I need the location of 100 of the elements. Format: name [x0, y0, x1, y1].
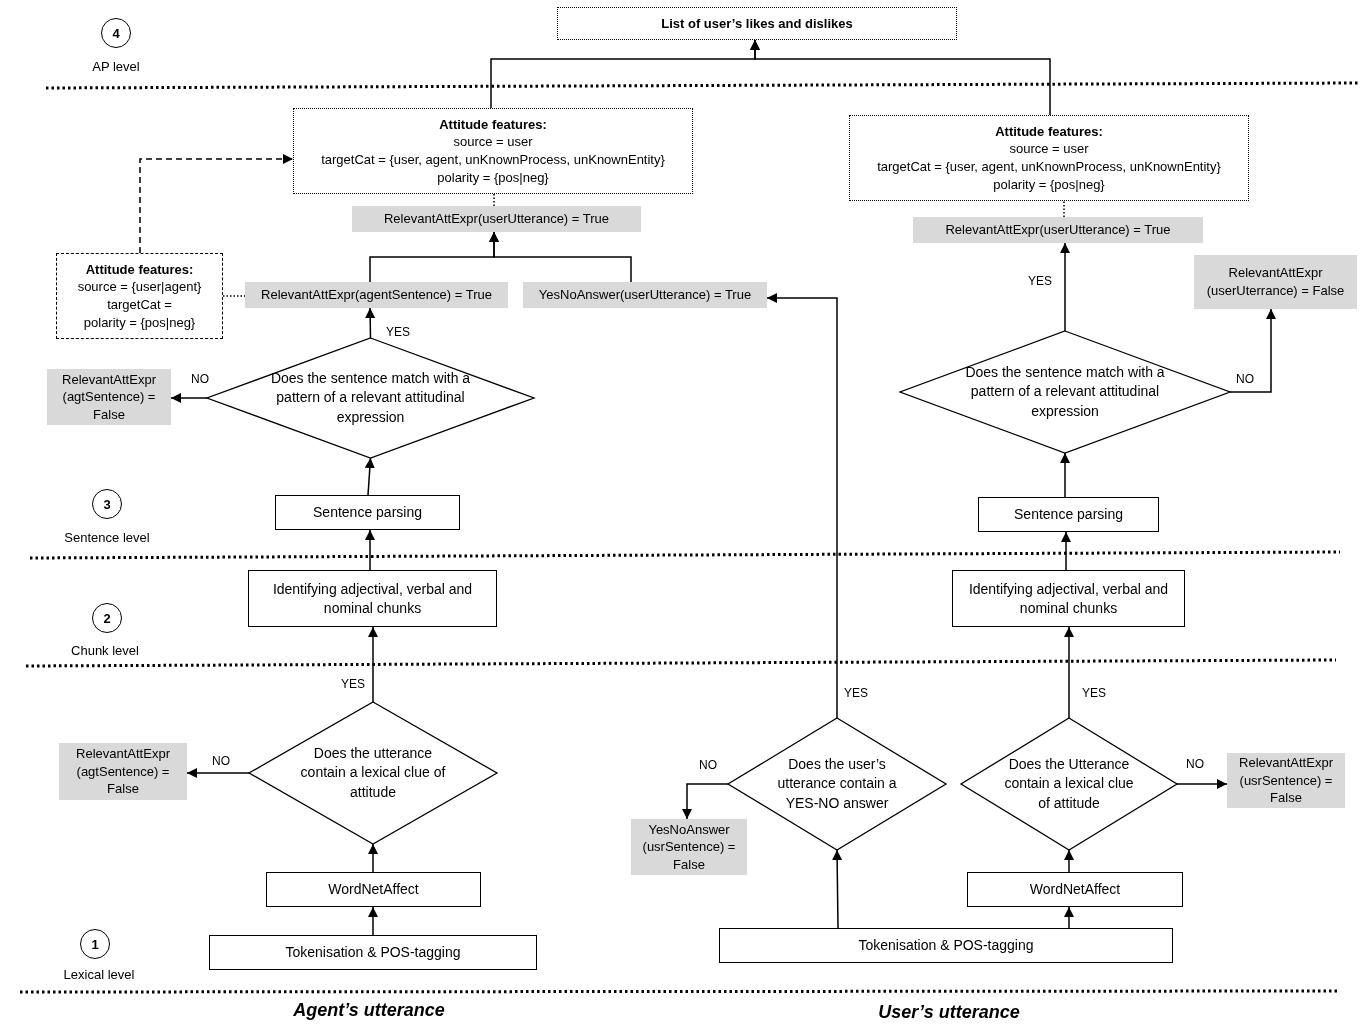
process-box: [209, 935, 537, 970]
step-text: Sentence parsing: [1014, 505, 1123, 524]
result-box: [1227, 753, 1345, 808]
arrow: [750, 39, 1051, 116]
process-box: [967, 872, 1183, 907]
arrow: [365, 307, 376, 339]
arrow: [364, 457, 375, 496]
edge-label: YES: [340, 677, 366, 691]
arrow: [1064, 849, 1074, 873]
feature-heading: Attitude features:: [85, 260, 194, 279]
question-text: Does the Utterance contain a lexical clue of attitude: [1003, 754, 1135, 813]
step-text: Tokenisation & POS-tagging: [285, 943, 461, 962]
feature-heading: Attitude features:: [995, 122, 1103, 141]
process-box: [952, 570, 1185, 627]
arrow: [1060, 242, 1070, 332]
process-box: [275, 495, 460, 530]
level-label: Sentence level: [64, 529, 150, 545]
edge-label: YES: [385, 325, 411, 339]
level-label: Lexical level: [63, 966, 135, 982]
result-text: RelevantAttExpr (usrSentence) = False: [1238, 754, 1334, 807]
result-text: RelevantAttExpr(userUtterance) = True: [945, 221, 1171, 239]
feature-line: source = user: [1009, 140, 1089, 158]
arrow: [139, 154, 294, 254]
decision-diamond: [249, 702, 497, 844]
arrow: [489, 231, 632, 283]
result-box: [352, 206, 641, 232]
result-box: [1194, 255, 1357, 309]
decision-diamond: [961, 718, 1177, 850]
result-box: [59, 743, 187, 800]
edge-label: NO: [190, 372, 210, 386]
arrow: [1229, 308, 1276, 393]
result-text: YesNoAnswer(userUtterance) = True: [538, 286, 752, 304]
connector-line: [493, 193, 495, 207]
feature-box: [849, 115, 1249, 201]
arrow: [1064, 626, 1074, 719]
process-box: [266, 872, 481, 907]
arrow: [832, 849, 843, 929]
step-text: Identifying adjectival, verbal and nominal chunks: [967, 579, 1170, 618]
feature-line: targetCat = {user, agent, unKnownProcess, unKnownEntity}: [877, 158, 1221, 176]
step-text: Tokenisation & POS-tagging: [858, 936, 1034, 955]
arrow: [1176, 779, 1228, 789]
feature-line: polarity = {pos|neg}: [993, 175, 1105, 194]
result-text: RelevantAttExpr (agtSentence) = False: [61, 370, 157, 424]
arrow: [368, 906, 378, 936]
edge-label: YES: [1081, 686, 1107, 700]
decision-diamond: [728, 718, 946, 850]
decision-diamond: [207, 338, 534, 458]
feature-heading: Attitude features:: [439, 115, 547, 134]
question-text: Does the sentence match with a pattern of a relevant attitudinal expression: [964, 362, 1166, 421]
result-text: YesNoAnswer (usrSentence) = False: [641, 820, 737, 874]
feature-line: source = user: [453, 133, 533, 151]
result-box: [245, 282, 508, 308]
edge-label: NO: [1235, 372, 1255, 386]
feature-line: polarity = {pos|neg}: [437, 168, 549, 187]
edge-label: YES: [1027, 274, 1053, 288]
feature-line: targetCat =: [107, 296, 172, 314]
connector-line: [1063, 200, 1065, 218]
step-text: WordNetAffect: [1029, 880, 1121, 899]
column-caption: User’s utterance: [878, 1001, 1020, 1023]
arrow: [1060, 452, 1070, 498]
arrow: [766, 293, 838, 719]
result-box: [557, 7, 957, 40]
step-text: Sentence parsing: [313, 503, 422, 522]
feature-box: [56, 253, 223, 339]
arrow: [1064, 906, 1074, 929]
process-box: [248, 570, 497, 627]
level-label: Chunk level: [71, 642, 139, 658]
result-text: RelevantAttExpr(userUtterance) = True: [383, 210, 610, 228]
result-text: RelevantAttExpr (userUterrance) = False: [1205, 264, 1346, 300]
arrow: [682, 783, 729, 820]
feature-box: [293, 108, 693, 194]
edge-label: NO: [698, 758, 718, 772]
edge-label: NO: [211, 754, 231, 768]
process-box: [719, 928, 1173, 963]
result-text: RelevantAttExpr(agentSentence) = True: [261, 286, 492, 304]
decision-diamond: [900, 331, 1230, 453]
step-text: WordNetAffect: [328, 880, 419, 899]
arrow: [186, 768, 250, 778]
column-caption: Agent’s utterance: [293, 999, 445, 1021]
result-text: RelevantAttExpr (agtSentence) = False: [75, 745, 171, 798]
feature-heading: List of user’s likes and dislikes: [661, 14, 853, 33]
result-box: [913, 217, 1203, 243]
arrow: [365, 529, 375, 571]
arrow: [368, 843, 378, 873]
feature-line: polarity = {pos|neg}: [83, 313, 196, 332]
question-text: Does the user’s utterance contain a YES-NO answer: [776, 754, 898, 813]
edge-label: YES: [843, 686, 869, 700]
step-text: Identifying adjectival, verbal and nominal chunks: [271, 579, 474, 618]
arrow: [368, 626, 378, 703]
question-text: Does the sentence match with a pattern of a relevant attitudinal expression: [269, 368, 472, 427]
result-box: [523, 282, 767, 308]
edge-label: NO: [1185, 757, 1205, 771]
level-label: AP level: [92, 58, 140, 74]
arrow: [170, 393, 208, 403]
process-box: [978, 497, 1159, 532]
arrow: [1061, 531, 1071, 571]
question-text: Does the utterance contain a lexical clue of attitude: [299, 743, 447, 802]
result-box: [631, 819, 747, 875]
feature-line: source = {user|agent}: [77, 278, 202, 296]
feature-line: targetCat = {user, agent, unKnownProcess, unKnownEntity}: [321, 151, 665, 169]
